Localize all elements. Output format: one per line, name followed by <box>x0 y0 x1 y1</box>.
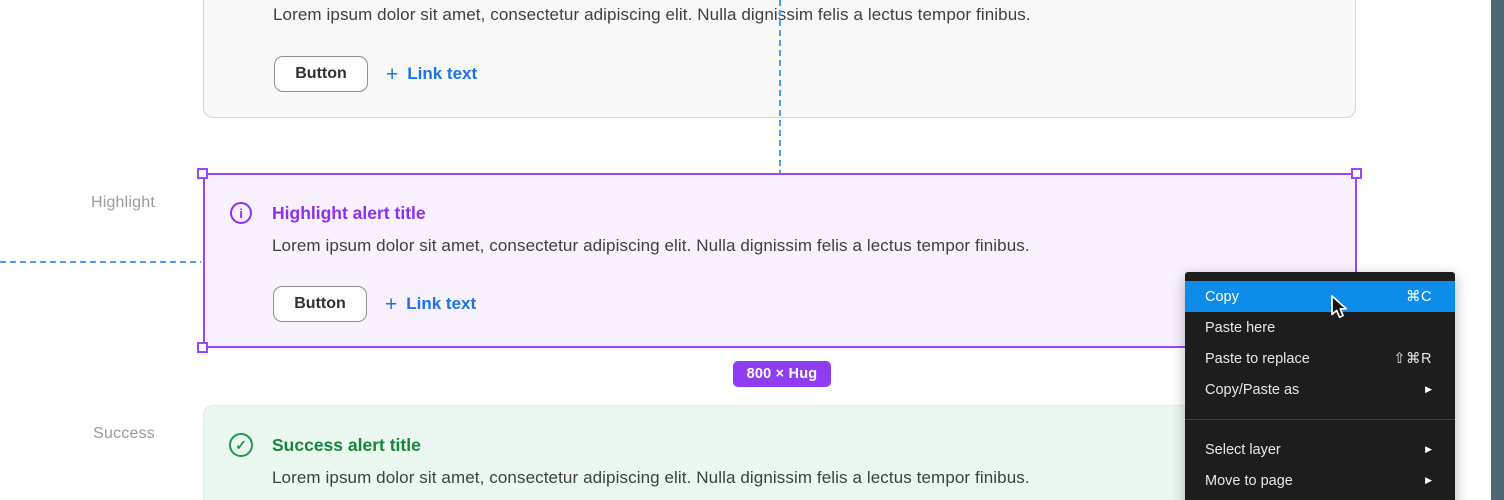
submenu-arrow-icon: ▶ <box>1425 384 1432 394</box>
submenu-arrow-icon: ▶ <box>1425 475 1432 485</box>
canvas-label-highlight: Highlight <box>90 194 155 211</box>
alert-body-text: Lorem ipsum dolor sit amet, consectetur … <box>273 5 1031 24</box>
alert-button[interactable]: Button <box>274 56 368 92</box>
plus-icon: + <box>385 292 398 316</box>
shortcut-label: ⌘C <box>1406 288 1432 305</box>
menu-item-select-layer[interactable]: Select layer ▶ <box>1205 441 1432 458</box>
shortcut-label: ⇧⌘R <box>1393 350 1432 367</box>
canvas-label-success: Success <box>93 425 155 442</box>
context-menu: Copy ⌘C Paste here Paste to replace ⇧⌘R … <box>1185 272 1455 500</box>
alert-card-success[interactable]: ✓ Success alert title Lorem ipsum dolor … <box>203 405 1357 500</box>
right-panel-edge <box>1491 0 1504 500</box>
alert-title: Highlight alert title <box>272 203 426 223</box>
horizontal-guide-line <box>0 261 201 263</box>
menu-item-move-to-page[interactable]: Move to page ▶ <box>1205 472 1432 489</box>
link-label: Link text <box>406 294 477 313</box>
menu-item-paste-to-replace[interactable]: Paste to replace ⇧⌘R <box>1205 350 1432 367</box>
link-label: Link text <box>407 64 478 83</box>
menu-item-paste-here[interactable]: Paste here <box>1205 319 1276 336</box>
selection-size-badge: 800 × Hug <box>733 361 831 387</box>
menu-separator <box>1185 419 1455 420</box>
menu-item-copy-paste-as[interactable]: Copy/Paste as ▶ <box>1205 381 1432 398</box>
mouse-cursor-icon <box>1326 294 1352 327</box>
plus-icon: + <box>386 62 399 86</box>
info-icon: i <box>230 202 252 224</box>
submenu-arrow-icon: ▶ <box>1425 444 1432 454</box>
alert-link[interactable]: + Link text <box>386 64 477 85</box>
selection-handle-top-right[interactable] <box>1351 168 1362 179</box>
alert-card-highlight[interactable]: i Highlight alert title Lorem ipsum dolo… <box>203 173 1357 348</box>
alert-title: Success alert title <box>272 435 421 455</box>
alert-button[interactable]: Button <box>273 286 367 322</box>
alert-body-text: Lorem ipsum dolor sit amet, consectetur … <box>272 236 1030 255</box>
selection-handle-top-left[interactable] <box>197 168 208 179</box>
alert-link[interactable]: + Link text <box>385 294 476 315</box>
alert-body-text: Lorem ipsum dolor sit amet, consectetur … <box>272 468 1030 487</box>
vertical-guide-line <box>779 0 781 173</box>
menu-item-copy[interactable]: Copy ⌘C <box>1185 281 1455 312</box>
check-icon: ✓ <box>229 433 253 457</box>
selection-handle-bottom-left[interactable] <box>197 342 208 353</box>
